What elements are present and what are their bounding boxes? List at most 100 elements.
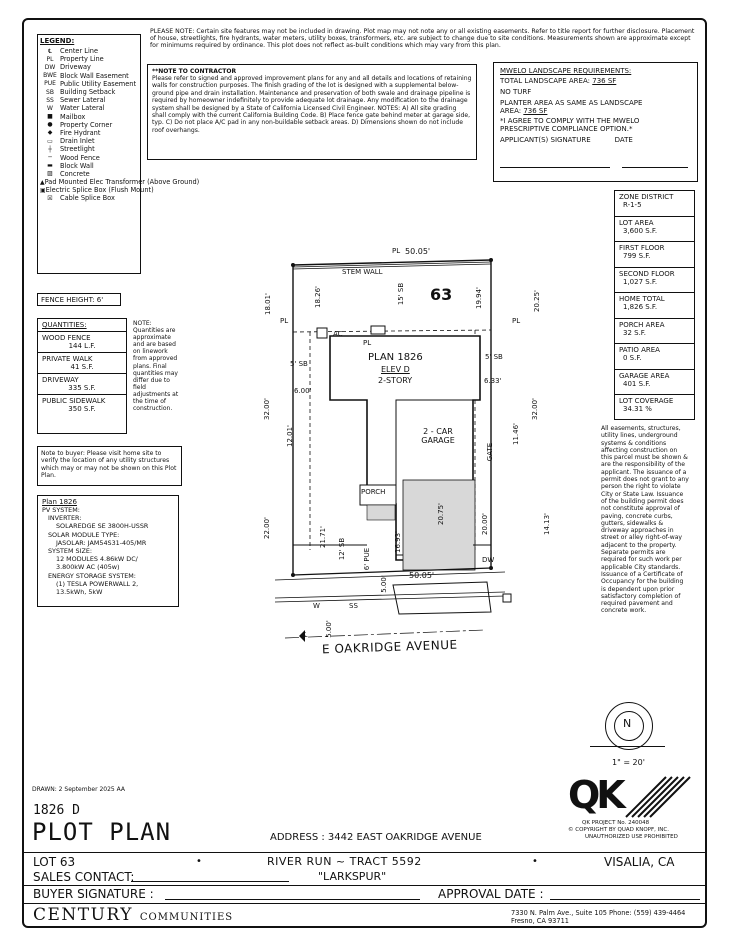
contractor-note-title: **NOTE TO CONTRACTOR [152, 68, 237, 75]
pv-line: INVERTER: [48, 514, 82, 523]
legend-symbol: SB [46, 88, 54, 96]
zone-label: PATIO AREA [619, 346, 660, 354]
legend-symbol: ◆ [47, 129, 53, 137]
zone-label: LOT AREA [619, 218, 654, 227]
dim-rear-setback-right: 19.94' [474, 287, 483, 309]
legend-label: Property Line [60, 55, 104, 64]
dim-front-12sb: 12' SB [338, 537, 347, 561]
quantity-value: 335 S.F. [68, 384, 96, 392]
dim-right-rear: 20.25' [532, 290, 541, 312]
quantity-value: 41 S.F. [70, 363, 94, 371]
tb-tract: RIVER RUN ~ TRACT 5592 [267, 855, 422, 868]
quantities-note: NOTE: Quantities are approximate and are… [133, 320, 179, 413]
buyer-note: Note to buyer: Please visit home site to… [37, 446, 182, 486]
legend-item: ┼Streetlight [40, 145, 138, 153]
dim-right-32: 32.00' [530, 398, 539, 420]
pv-line: PV SYSTEM: [42, 506, 80, 514]
pv-line: (1) TESLA POWERWALL 2, [56, 579, 139, 588]
pv-line: 3.800kW AC (405w) [56, 563, 120, 572]
legend-symbol: BWE [43, 72, 57, 80]
dim-five-left: 5.00' [379, 575, 388, 593]
legend-label: Streetlight [60, 145, 95, 154]
contractor-note-body: Please refer to signed and approved impr… [152, 75, 472, 134]
legend-item: ▨ Concrete [40, 170, 138, 178]
zone-value: 401 S.F. [623, 379, 651, 388]
legend-label: Concrete [60, 169, 90, 178]
scale-label: 1" = 20' [612, 758, 645, 767]
porch-label: PORCH [361, 488, 386, 496]
dim-left-22: 22.00' [262, 517, 271, 539]
pv-lines: PV SYSTEM:INVERTER:SOLAREDGE SE 3800H-US… [42, 506, 174, 596]
pl-label-right: PL [512, 317, 521, 325]
zone-label: HOME TOTAL [619, 295, 665, 303]
qk-letters: QK [568, 773, 626, 817]
pv-line: 12 MODULES 4.86kW DC/ [56, 555, 138, 564]
legend-symbol: W [47, 104, 53, 112]
legend-symbol: PUE [44, 80, 56, 88]
tb-sales-line [131, 881, 289, 882]
zone-label: SECOND FLOOR [619, 269, 675, 278]
north-arrow: N [605, 702, 653, 750]
contractor-note-box: **NOTE TO CONTRACTOR Please refer to sig… [147, 64, 477, 160]
mwelo-sig-label: APPLICANT(S) SIGNATURE [500, 136, 591, 144]
pv-line: ENERGY STORAGE SYSTEM: [48, 571, 136, 580]
dim-six33: 6.33' [484, 377, 502, 385]
legend-item: ▣Electric Splice Box (Flush Mount) [40, 186, 154, 194]
company-address-1: 7330 N. Palm Ave., Suite 105 Phone: (559… [511, 909, 686, 917]
mwelo-box: MWELO LANDSCAPE REQUIREMENTS: TOTAL LAND… [493, 62, 698, 182]
mwelo-date-label: DATE [614, 136, 633, 144]
garage-label: 2 - CAR GARAGE [421, 427, 455, 445]
quantity-label: PRIVATE WALK [42, 355, 93, 363]
fence-height-box: FENCE HEIGHT: 6' [37, 293, 121, 306]
tb-bullet-2: • [532, 856, 538, 867]
general-note: PLEASE NOTE: Certain site features may n… [150, 28, 695, 49]
legend-item: ─Wood Fence [40, 153, 138, 162]
legend-item: ●Property Corner [40, 121, 138, 129]
pv-title: Plan 1826 [42, 498, 77, 506]
stem-wall-label: STEM WALL [342, 268, 383, 276]
dim-left-sb: 5' SB [290, 360, 308, 368]
water-label: W [313, 602, 320, 610]
dim-left-32: 32.00' [262, 398, 271, 420]
communities-word: COMMUNITIES [139, 912, 234, 923]
legend-symbol: ▲ [40, 178, 45, 186]
mwelo-agree: *I AGREE TO COMPLY WITH THE MWELO PRESCR… [500, 117, 640, 133]
dim-pue: 6' PUE [363, 547, 372, 571]
legend-label: Drain Inlet [60, 137, 95, 146]
titleblock-bottom-rule [22, 903, 707, 904]
tb-sales: SALES CONTACT: [33, 870, 135, 884]
tb-approval: APPROVAL DATE : [438, 887, 544, 901]
plan-name: PLAN 1826 [368, 352, 423, 363]
legend-item: ℄Center Line [40, 47, 138, 55]
tb-approval-line [550, 899, 700, 900]
legend-symbol: ▨ [47, 170, 53, 178]
quantity-label: PUBLIC SIDEWALK [42, 397, 106, 405]
legend-label: Center Line [60, 47, 99, 56]
mwelo-planter-value: 736 SF [523, 107, 548, 115]
dim-five-bottom: 5.00' [324, 620, 333, 638]
dim-front-2171: 21.71' [318, 526, 327, 548]
pv-line: SYSTEM SIZE: [48, 547, 93, 556]
pv-box: Plan 1826 PV SYSTEM:INVERTER:SOLAREDGE S… [37, 495, 179, 607]
mwelo-title: MWELO LANDSCAPE REQUIREMENTS: [500, 67, 632, 75]
legend-label: Electric Splice Box (Flush Mount) [45, 186, 154, 195]
quantity-value: 144 L.F. [68, 342, 96, 350]
zone-label: ZONE DISTRICT [619, 193, 674, 201]
plot-plan-drawing [274, 258, 512, 642]
story-label: 2-STORY [378, 376, 413, 385]
pv-line: 13.5kWh, 5kW [56, 588, 103, 597]
company-address-2: Fresno, CA 93711 [511, 917, 569, 925]
